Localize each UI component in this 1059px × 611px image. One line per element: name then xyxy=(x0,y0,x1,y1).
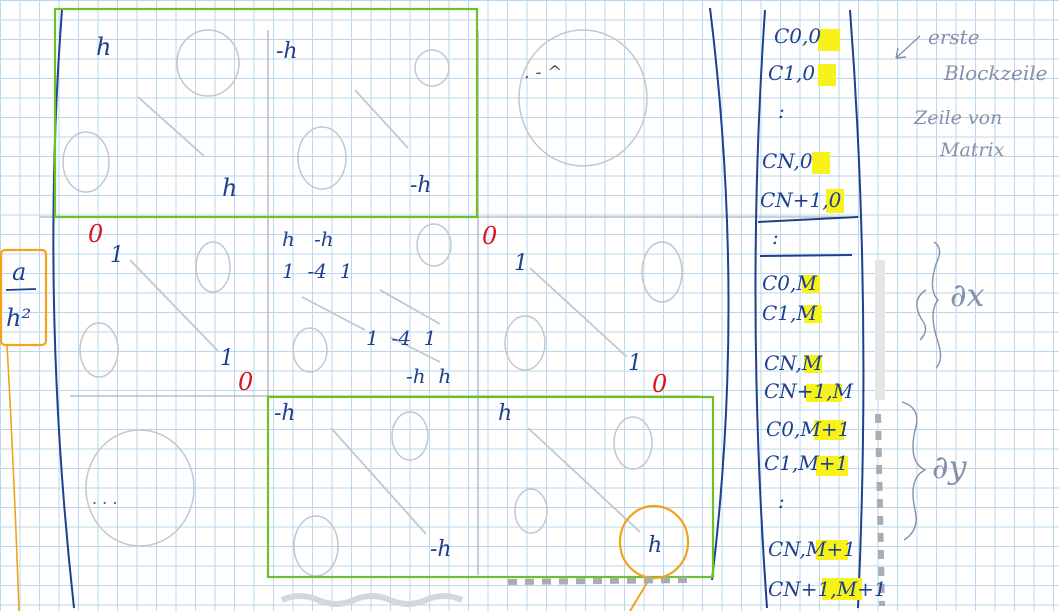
zero-mid-left-bottom: 0 xyxy=(238,368,253,396)
vector-entry: C0,M xyxy=(762,271,817,295)
note-matrix-row-1: Zeile von xyxy=(913,107,1002,129)
factor-denominator: h² xyxy=(6,304,31,332)
dots-top-right: . - ^ xyxy=(524,62,562,83)
green-block-top xyxy=(53,7,479,219)
matrix-brackets xyxy=(52,7,865,609)
mid-center-row2: 1 -4 1 xyxy=(282,259,352,283)
note-dx: ∂x xyxy=(950,276,985,314)
vector-entry: C1,M xyxy=(762,301,817,325)
vector-entry: CN+1,0 xyxy=(760,188,842,212)
mid-center-row3: 1 -4 1 xyxy=(366,326,436,350)
vector-entry: C0,0 xyxy=(774,24,821,48)
vector-entry: : xyxy=(772,225,779,249)
annotation-braces xyxy=(895,35,942,541)
vector-entry: CN,M+1 xyxy=(768,537,856,561)
entry-bottom-right-h: h xyxy=(498,401,512,426)
diagonal-strokes xyxy=(129,89,641,535)
vector-column: C0,0 C1,0 : CN,0 CN+1,0 : C0,M C1,M CN,M… xyxy=(760,24,887,601)
mid-center-row1: h -h xyxy=(282,227,334,251)
entry-top-mid-neg-h: -h xyxy=(276,39,298,64)
vector-entry: CN+1,M+1 xyxy=(768,577,887,601)
block-grid-lines xyxy=(40,30,860,575)
vector-entry: CN,0 xyxy=(762,149,813,173)
vector-entry: C1,0 xyxy=(768,61,815,85)
highlight-circle xyxy=(618,504,690,580)
factor-numerator: a xyxy=(12,258,26,286)
entry-top-left-h-bottom: h xyxy=(222,174,237,202)
vector-entry: C0,M+1 xyxy=(766,417,850,441)
mid-center-row4: -h h xyxy=(406,364,451,388)
factor-leader-line xyxy=(6,344,20,611)
vector-entry: C1,M+1 xyxy=(764,451,848,475)
entry-top-mid-neg-h-bottom: -h xyxy=(410,173,432,198)
one-mid-right-bottom: 1 xyxy=(628,351,642,376)
one-mid-right-top: 1 xyxy=(514,251,528,276)
note-first-block-row-2: Blockzeile xyxy=(943,61,1047,85)
entry-bottom-mid-neg-h: -h xyxy=(274,401,296,426)
note-dy: ∂y xyxy=(932,448,968,486)
vector-entry: CN+1,M xyxy=(764,379,854,403)
entry-bottom-mid-neg-h-bottom: -h xyxy=(430,537,452,562)
one-mid-left-bottom: 1 xyxy=(220,346,234,371)
factor-frame xyxy=(0,248,48,347)
dashed-marker xyxy=(280,260,885,607)
entry-bottom-right-h-bottom: h xyxy=(648,533,662,558)
factor-fraction-bar xyxy=(5,288,37,291)
one-mid-left-top: 1 xyxy=(110,243,124,268)
side-annotations: erste Blockzeile Zeile von Matrix ∂x ∂y xyxy=(913,25,1047,486)
zero-mid-left-top: 0 xyxy=(88,220,103,248)
note-first-block-row-1: erste xyxy=(928,25,980,49)
highlight-circle-tail xyxy=(629,577,651,611)
vector-entry: : xyxy=(778,489,785,513)
note-matrix-row-2: Matrix xyxy=(939,139,1005,161)
zero-circles xyxy=(62,29,683,577)
vector-entry: CN,M xyxy=(764,351,823,375)
vector-highlights xyxy=(802,29,862,600)
green-block-bottom xyxy=(266,395,715,579)
dots-bottom-left: . . . xyxy=(92,489,117,508)
zero-mid-right-top: 0 xyxy=(482,222,497,250)
vector-entry: : xyxy=(778,99,785,123)
zero-mid-right-bottom: 0 xyxy=(652,370,667,398)
entry-top-left-h: h xyxy=(96,33,111,61)
